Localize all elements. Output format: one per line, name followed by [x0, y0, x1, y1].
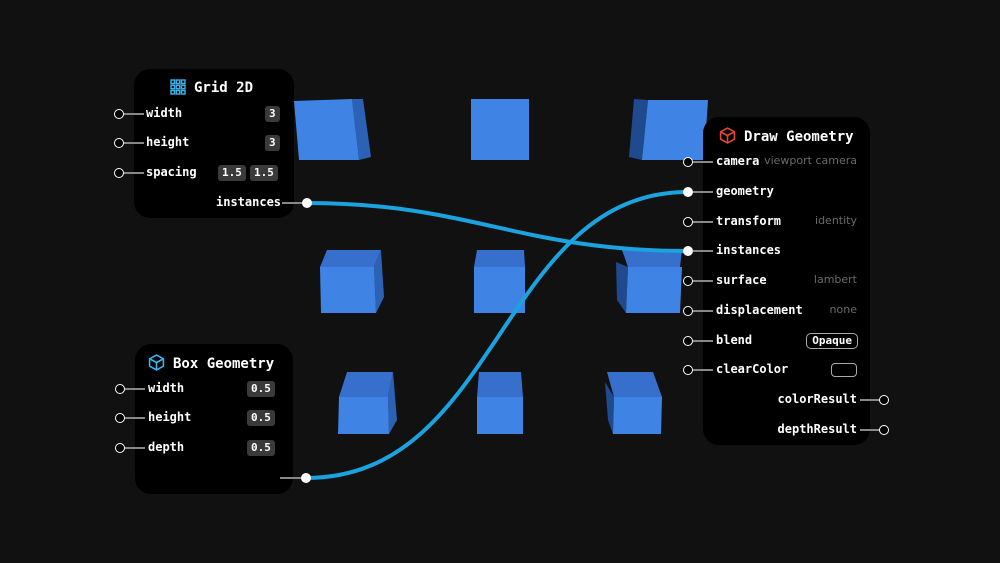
input-label-instances: instances — [716, 243, 782, 257]
port-stub — [693, 280, 713, 282]
port-stub — [693, 221, 713, 223]
input-port-displacement[interactable] — [683, 306, 693, 316]
cube — [294, 99, 371, 160]
input-port-instances[interactable] — [683, 246, 693, 256]
grid-node-title: Grid 2D — [194, 80, 254, 96]
input-label-surface: surface — [716, 273, 767, 287]
value-field-width[interactable]: 0.5 — [247, 381, 275, 397]
input-port-width[interactable] — [115, 384, 125, 394]
cube — [338, 372, 397, 434]
input-port-depth[interactable] — [115, 443, 125, 453]
cube — [605, 372, 662, 434]
output-port-colorResult[interactable] — [879, 395, 889, 405]
port-stub — [125, 388, 145, 390]
draw-geometry-node[interactable]: Draw Geometry — [703, 117, 870, 445]
box-node-title: Box Geometry — [173, 356, 275, 372]
blend-dropdown[interactable]: Opaque — [806, 333, 858, 349]
clear-color-swatch[interactable] — [831, 363, 857, 377]
input-label-height: height — [148, 410, 192, 424]
input-label-blend: blend — [716, 333, 753, 347]
input-label-displacement: displacement — [716, 303, 803, 317]
input-port-transform[interactable] — [683, 217, 693, 227]
default-hint-transform: identity — [815, 214, 857, 227]
output-port-geometry[interactable] — [301, 473, 311, 483]
input-label-transform: transform — [716, 214, 782, 228]
port-stub — [125, 417, 145, 419]
output-port-instances[interactable] — [302, 198, 312, 208]
value-field-depth[interactable]: 0.5 — [247, 440, 275, 456]
wire-box-geometry-to-draw-geometry[interactable] — [304, 190, 690, 480]
port-stub — [280, 477, 304, 479]
default-hint-displacement: none — [829, 303, 857, 316]
output-label-colorResult: colorResult — [777, 392, 857, 406]
input-port-clearColor[interactable] — [683, 365, 693, 375]
input-port-camera[interactable] — [683, 157, 693, 167]
port-stub — [693, 161, 713, 163]
input-port-height[interactable] — [114, 138, 124, 148]
port-stub — [693, 310, 713, 312]
input-label-width: width — [146, 106, 183, 120]
draw-node-title: Draw Geometry — [744, 129, 854, 145]
output-port-depthResult[interactable] — [879, 425, 889, 435]
port-stub — [860, 399, 880, 401]
port-stub — [282, 202, 304, 204]
node-title: Grid 2D — [170, 79, 253, 96]
port-stub — [693, 369, 713, 371]
node-title: Draw Geometry — [719, 127, 854, 145]
value-field-spacing[interactable]: 1.5 — [250, 165, 278, 181]
value-field-spacing[interactable]: 1.5 — [218, 165, 246, 181]
value-field-width[interactable]: 3 — [265, 106, 280, 122]
input-port-spacing[interactable] — [114, 168, 124, 178]
input-port-surface[interactable] — [683, 276, 693, 286]
input-label-camera: camera — [716, 154, 760, 168]
input-label-height: height — [146, 135, 190, 149]
grid-icon — [170, 79, 186, 95]
output-label-depthResult: depthResult — [777, 422, 857, 436]
input-port-width[interactable] — [114, 109, 124, 119]
cube — [320, 250, 384, 313]
cube-grid — [294, 99, 708, 434]
draw-cube-icon — [719, 127, 736, 144]
value-field-height[interactable]: 3 — [265, 135, 280, 151]
port-stub — [124, 142, 144, 144]
input-label-geometry: geometry — [716, 184, 774, 198]
input-port-geometry[interactable] — [683, 187, 693, 197]
port-stub — [124, 172, 144, 174]
cube — [629, 99, 708, 160]
wire-grid-instances-to-draw-instances[interactable] — [305, 201, 690, 253]
port-stub — [125, 447, 145, 449]
input-label-spacing: spacing — [146, 165, 197, 179]
port-stub — [693, 191, 713, 193]
port-stub — [693, 250, 713, 252]
cube — [616, 250, 682, 313]
cube — [477, 372, 523, 434]
value-field-height[interactable]: 0.5 — [247, 410, 275, 426]
default-hint-camera: viewport camera — [764, 154, 857, 167]
port-stub — [860, 429, 880, 431]
cube — [474, 250, 525, 313]
port-stub — [124, 113, 144, 115]
port-stub — [693, 340, 713, 342]
output-label-instances: instances — [216, 195, 282, 209]
default-hint-surface: lambert — [813, 273, 857, 286]
input-label-clearColor: clearColor — [716, 362, 789, 376]
input-port-blend[interactable] — [683, 336, 693, 346]
cube-icon — [148, 354, 165, 371]
input-port-height[interactable] — [115, 413, 125, 423]
cube — [471, 99, 529, 160]
input-label-depth: depth — [148, 440, 185, 454]
input-label-width: width — [148, 381, 185, 395]
connection-wires — [304, 190, 690, 480]
node-title: Box Geometry — [148, 354, 274, 372]
